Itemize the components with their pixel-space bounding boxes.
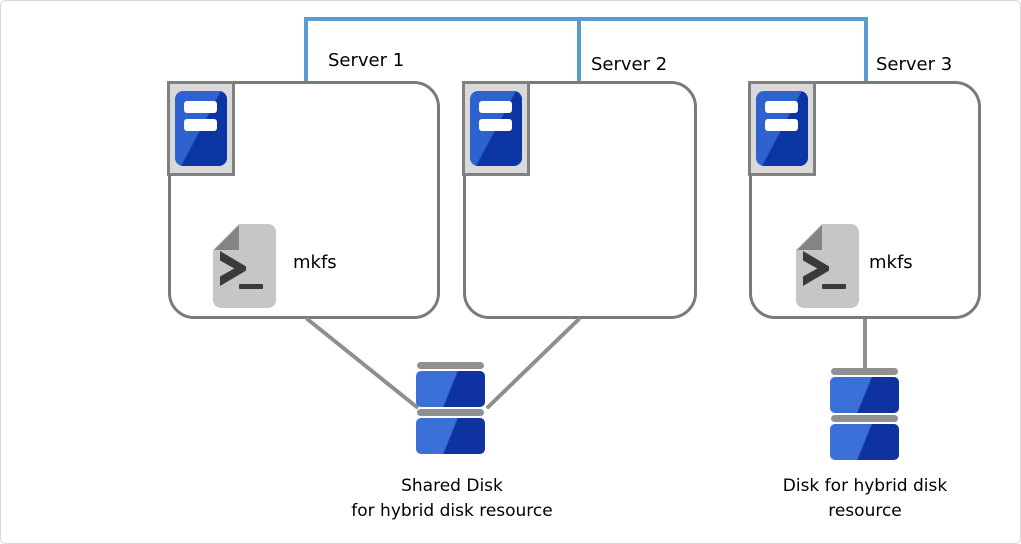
interconnect-line-horizontal: [304, 17, 868, 21]
shared-disk-label: Shared Disk for hybrid disk resource: [291, 474, 613, 524]
server-tower-icon: [756, 91, 808, 166]
disk-body: [416, 418, 485, 454]
prompt-underscore-icon: [822, 284, 846, 289]
server-tower-icon: [470, 91, 522, 166]
prompt-chevron-icon: [220, 251, 246, 286]
link-server-1-to-shared-disk: [304, 316, 420, 410]
server-slot: [765, 101, 798, 113]
disk-label-line: Disk for hybrid disk: [782, 476, 948, 496]
server-3-label: Server 3: [876, 54, 953, 75]
hybrid-disk-icon: [830, 368, 899, 460]
disk-cap: [831, 368, 898, 375]
mkfs-script-icon: [212, 223, 276, 308]
interconnect-drop-server-3: [864, 17, 868, 81]
hybrid-disk-label: Disk for hybrid disk resource: [734, 474, 996, 524]
mkfs-label-server-1: mkfs: [293, 252, 337, 273]
server-slot: [479, 101, 512, 113]
prompt-underscore-icon: [239, 284, 263, 289]
disk-cap: [417, 362, 484, 369]
mkfs-label-server-3: mkfs: [869, 252, 913, 273]
server-1-label: Server 1: [328, 50, 405, 71]
server-icon: [167, 81, 235, 176]
server-slot: [479, 119, 512, 131]
disk-body: [416, 371, 485, 407]
shared-disk-icon: [416, 362, 485, 454]
interconnect-drop-server-2: [577, 17, 581, 81]
server-slot: [765, 119, 798, 131]
server-slot: [184, 101, 217, 113]
server-icon: [748, 81, 816, 176]
disk-label-line: for hybrid disk resource: [351, 501, 553, 521]
disk-cap: [831, 415, 898, 422]
link-server-2-to-shared-disk: [485, 316, 582, 410]
prompt-chevron-icon: [803, 251, 829, 286]
mkfs-script-icon: [795, 223, 859, 308]
server-tower-icon: [175, 91, 227, 166]
disk-label-line: Shared Disk: [401, 476, 503, 496]
link-server-3-to-hybrid-disk: [863, 319, 867, 369]
disk-label-line: resource: [828, 501, 902, 521]
interconnect-drop-server-1: [304, 17, 308, 81]
server-2-label: Server 2: [591, 54, 668, 75]
disk-cap: [417, 409, 484, 416]
server-icon: [462, 81, 530, 176]
server-slot: [184, 119, 217, 131]
disk-body: [830, 424, 899, 460]
disk-body: [830, 377, 899, 413]
